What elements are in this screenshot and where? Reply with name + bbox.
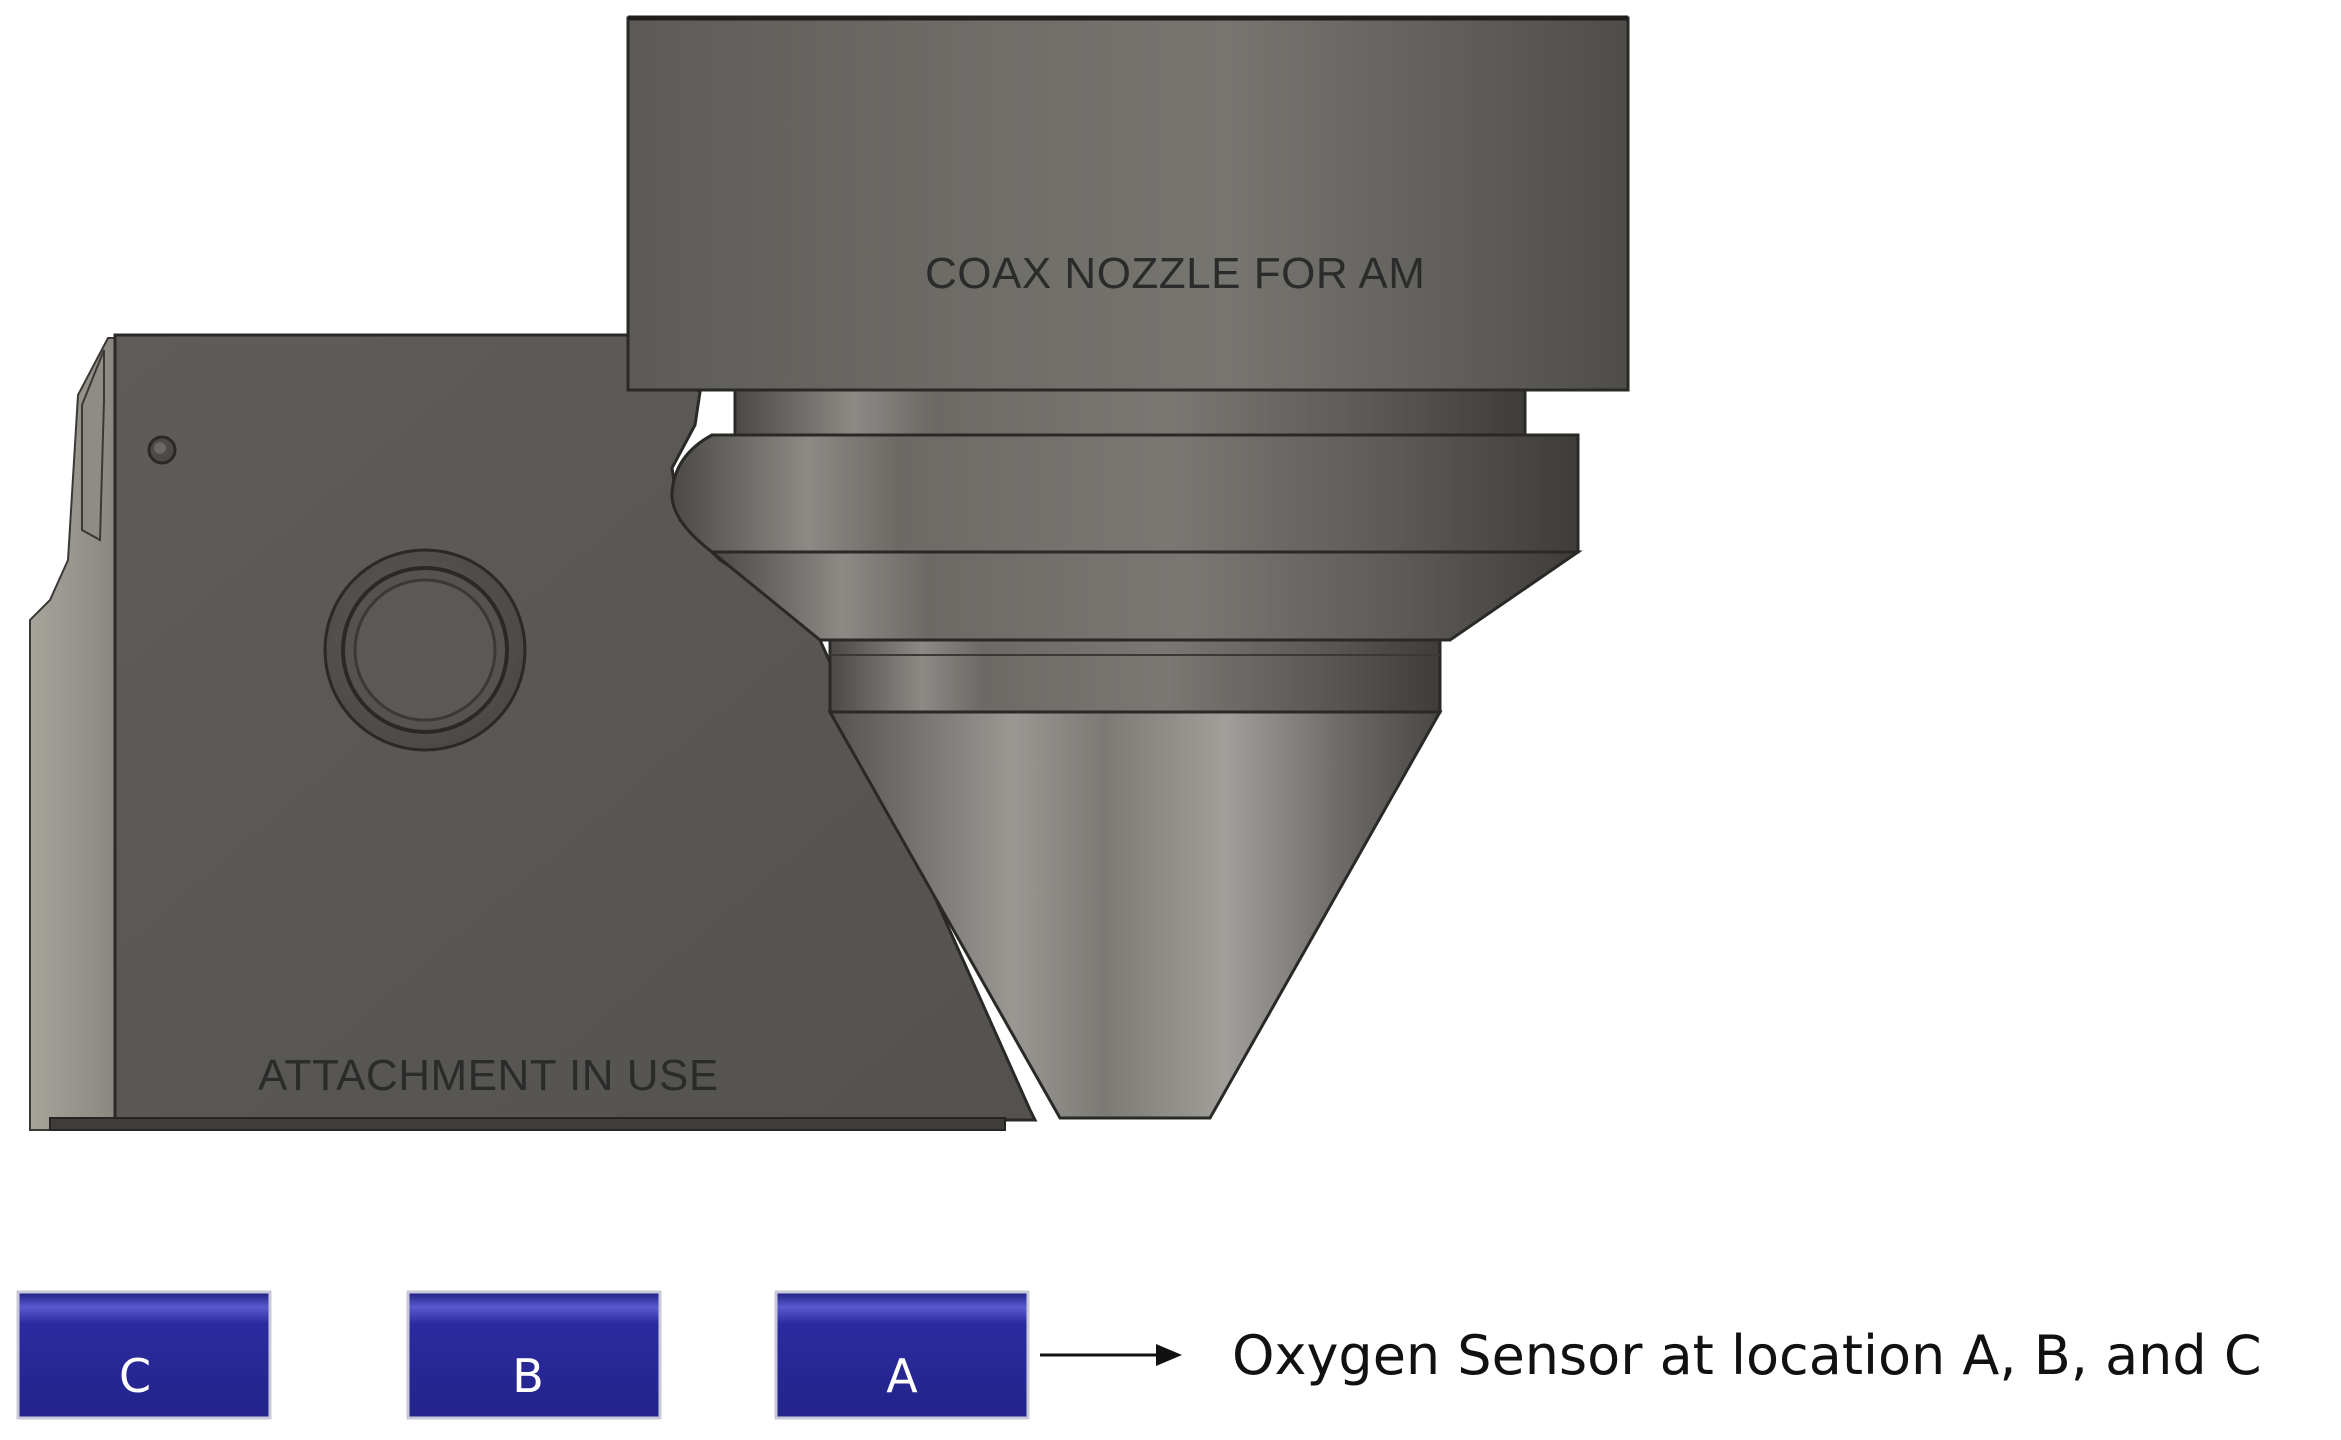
nozzle-wide-ring [670, 433, 1580, 554]
sensor-callout: Oxygen Sensor at location A, B, and C [1040, 1324, 2262, 1387]
sensor-b: B [406, 1290, 662, 1420]
port-boss-inner [353, 578, 497, 722]
nozzle-cone-tip [827, 710, 1443, 1120]
callout-caption: Oxygen Sensor at location A, B, and C [1232, 1324, 2262, 1387]
screw-hole-inner [154, 442, 166, 454]
sensor-b-letter: B [512, 1349, 544, 1403]
sensor-c-letter: C [119, 1349, 151, 1403]
callout-arrow-head [1156, 1344, 1182, 1366]
coax-nozzle: COAX NOZZLE FOR AM [626, 15, 1630, 1120]
nozzle-lower-collar [828, 638, 1442, 714]
attachment-block: ATTACHMENT IN USE [29, 333, 1038, 1131]
nozzle-label: COAX NOZZLE FOR AM [925, 249, 1425, 298]
attachment-base-strip [49, 1117, 1006, 1131]
oxygen-sensors: C B A [16, 1290, 1030, 1420]
nozzle-top-cylinder [626, 16, 1630, 392]
nozzle-bevel [707, 550, 1583, 642]
sensor-c: C [16, 1290, 272, 1420]
sensor-a-letter: A [886, 1349, 918, 1403]
nozzle-neck [733, 388, 1527, 437]
sensor-a: A [774, 1290, 1030, 1420]
attachment-side-slot [81, 349, 105, 542]
attachment-label: ATTACHMENT IN USE [258, 1051, 719, 1100]
